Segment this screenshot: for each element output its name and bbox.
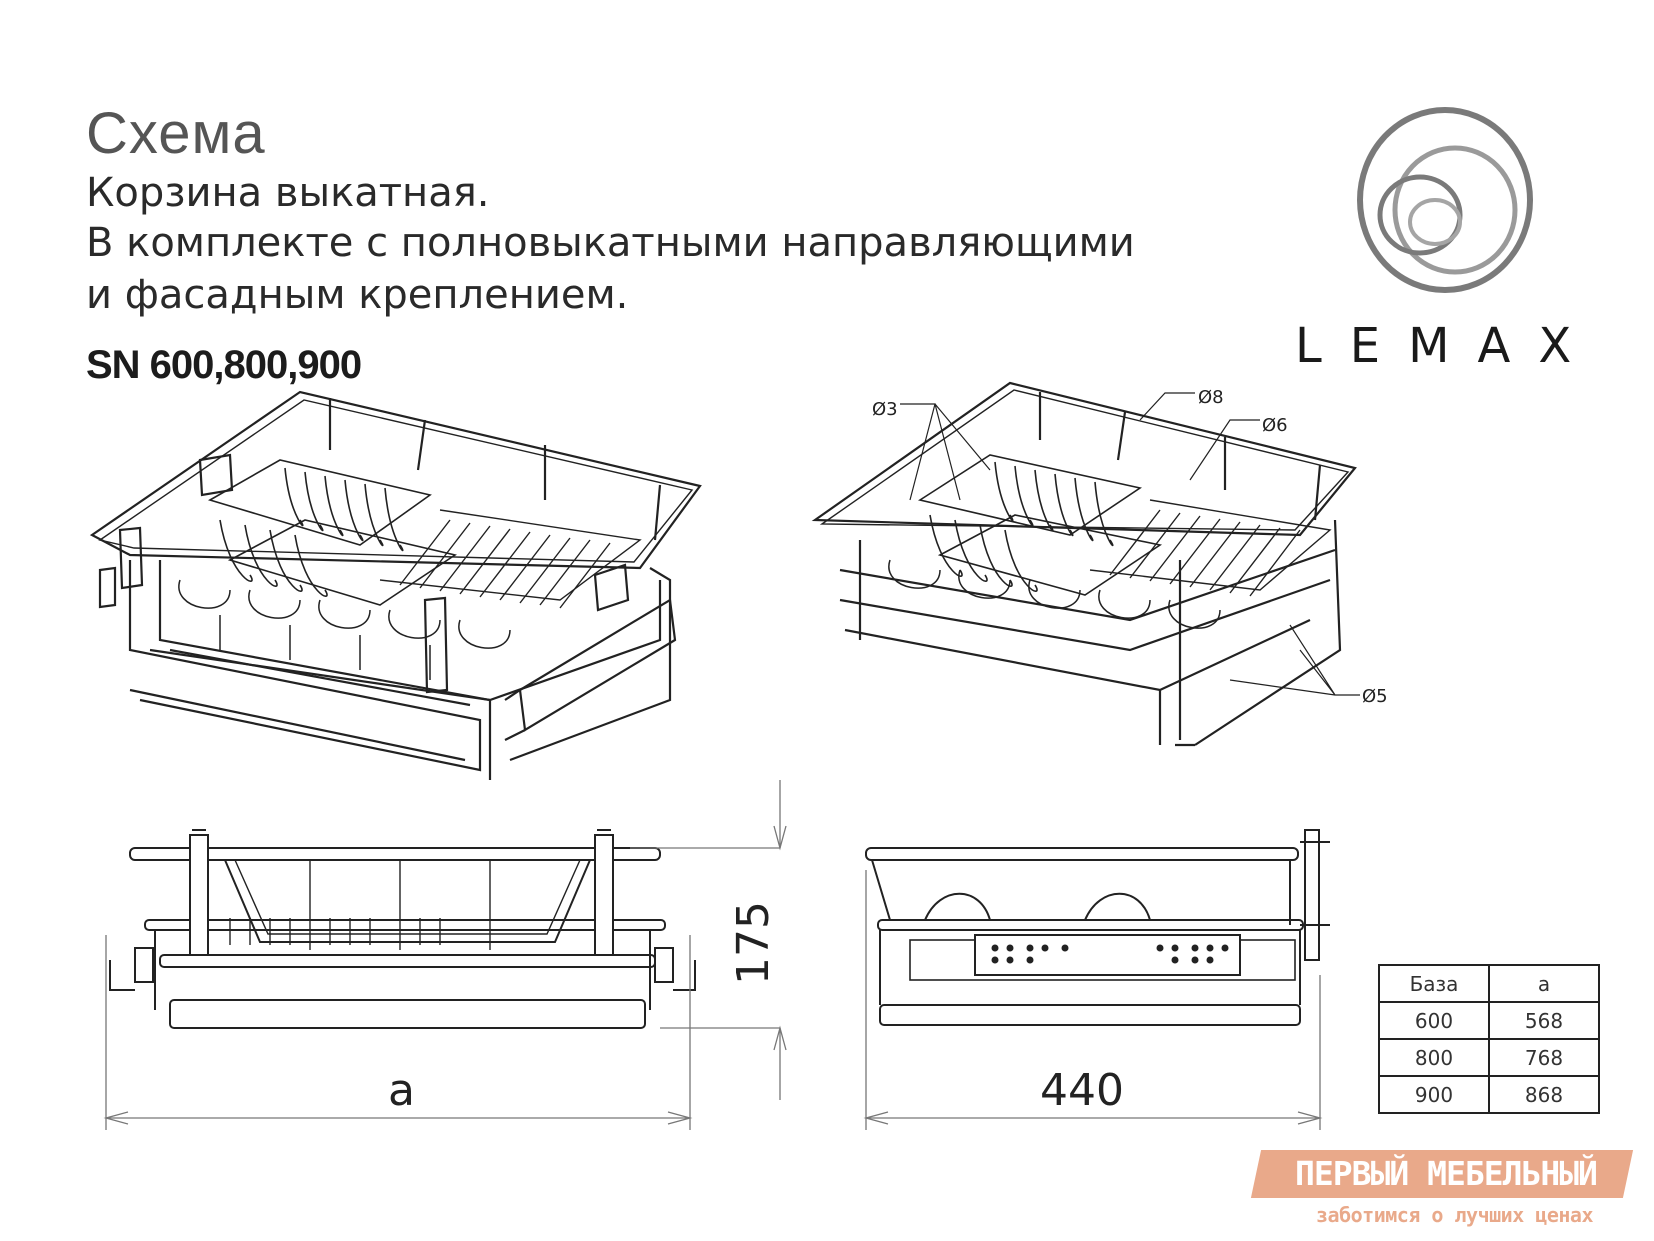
basket-isometric-right [811,381,1360,747]
subtitle-line-1: Корзина выкатная. [86,170,490,216]
concentric-rings-icon [1357,107,1533,293]
callout-d6: Ø6 [1262,415,1288,436]
subtitle-line-3: и фасадным креплением. [86,272,629,318]
callout-d8: Ø8 [1198,387,1224,408]
table-header-row: База a [1378,964,1600,1003]
table-cell: 800 [1378,1038,1490,1077]
callout-d3: Ø3 [872,399,898,420]
dimension-width: a [388,1065,415,1116]
subtitle-line-2: В комплекте с полновыкатными направляющи… [86,220,1135,266]
basket-isometric-left [89,390,702,780]
front-view [109,829,696,1029]
dimension-depth: 440 [1040,1065,1124,1116]
table-cell: 600 [1378,1001,1490,1040]
table-cell: 568 [1488,1001,1600,1040]
brand-tagline: заботимся о лучших ценах [1316,1203,1593,1227]
brand-name[interactable]: ПЕРВЫЙ МЕБЕЛЬНЫЙ [1295,1154,1598,1193]
table-cell: 868 [1488,1075,1600,1114]
lemax-logo-text: LEMAX [1295,318,1600,374]
table-header-cell: a [1488,964,1600,1003]
table-row: 900 868 [1378,1075,1600,1114]
table-row: 600 568 [1378,1001,1600,1040]
side-view [865,829,1330,1026]
callout-d5: Ø5 [1362,686,1388,707]
model-number: SN 600,800,900 [86,343,362,387]
table-cell: 768 [1488,1038,1600,1077]
dimension-lines [103,780,1323,1130]
dimension-height: 175 [728,901,779,985]
spec-table: База a 600 568 800 768 900 868 [1378,964,1600,1114]
scheme-title: Схема [86,101,266,166]
table-header-cell: База [1378,964,1490,1003]
table-cell: 900 [1378,1075,1490,1114]
table-row: 800 768 [1378,1038,1600,1077]
